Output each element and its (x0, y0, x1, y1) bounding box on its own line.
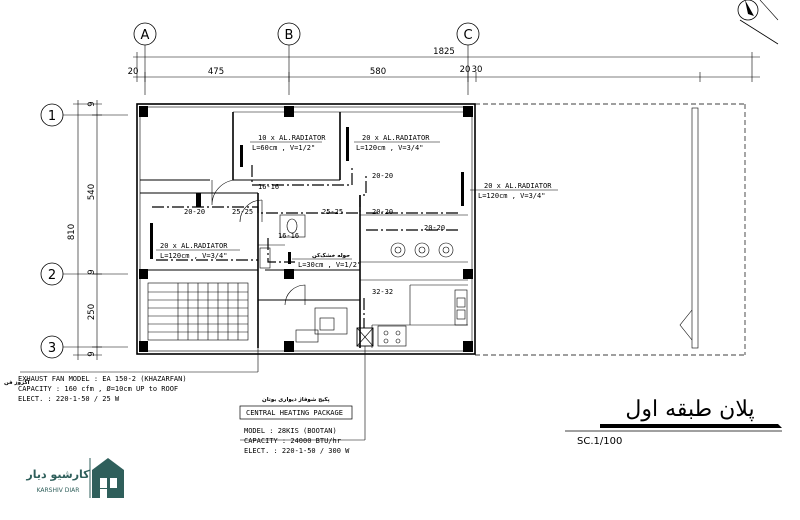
svg-text:L=120cm , V=3/4": L=120cm , V=3/4" (160, 252, 227, 260)
package-fa: پکیج شوفاژ دیواری بوتان (262, 396, 330, 403)
grid-label-2: 2 (48, 268, 56, 283)
building-walls (136, 103, 746, 356)
dim-left-top-small: 9 (87, 101, 97, 106)
house-logo-icon (89, 458, 124, 498)
grid-row-1: 1 (40, 103, 128, 127)
plan-title: پلان طبقه اول (625, 397, 754, 422)
plan-scale: SC.1/100 (577, 436, 622, 447)
exhaust-fan-note: اگزوز فن EXHAUST FAN MODEL : EA 150-2 (K… (4, 300, 259, 403)
svg-text:20 x AL.RADIATOR: 20 x AL.RADIATOR (362, 134, 430, 142)
svg-text:L=30cm , V=1/2": L=30cm , V=1/2" (298, 261, 361, 269)
svg-text:20 x AL.RADIATOR: 20 x AL.RADIATOR (160, 242, 228, 250)
svg-text:20-20: 20-20 (372, 172, 393, 180)
svg-text:25-25: 25-25 (322, 208, 343, 216)
radiator-label-4: 20 x AL.RADIATOR L=120cm , V=3/4" (156, 242, 240, 260)
dim-left-bot-small: 9 (87, 351, 97, 356)
dim-total-width: 1825 (433, 47, 455, 57)
svg-text:16-16: 16-16 (278, 232, 299, 240)
exhaust-fan-capacity: CAPACITY : 160 cfm , Ø=10cm UP to ROOF (18, 385, 178, 393)
svg-text:L=120cm , V=3/4": L=120cm , V=3/4" (478, 192, 545, 200)
package-title-box (239, 405, 353, 420)
dim-b-c: 580 (370, 67, 386, 77)
grid-label-b: B (285, 28, 294, 43)
radiator-label-3: 20 x AL.RADIATOR L=120cm , V=3/4" (470, 182, 558, 200)
dim-c-small2: 30 (472, 65, 483, 75)
dim-left-total: 810 (67, 224, 77, 240)
dim-left-mid-small: 9 (87, 269, 97, 274)
grid-label-a: A (141, 28, 150, 43)
grid-column-b: B (277, 22, 301, 95)
svg-text:L=60cm , V=1/2": L=60cm , V=1/2" (252, 144, 315, 152)
svg-text:20-20: 20-20 (424, 224, 445, 232)
doors (211, 179, 306, 306)
svg-text:25-25: 25-25 (232, 208, 253, 216)
package-capacity: CAPACITY : 24000 BTU/hr (244, 437, 341, 445)
north-arrow-icon (737, 0, 779, 45)
svg-text:حوله خشک‌کن: حوله خشک‌کن (312, 252, 350, 259)
exhaust-fan-fa: اگزوز فن (4, 379, 30, 386)
dim-left-2-3: 250 (87, 304, 97, 320)
svg-text:32-32: 32-32 (372, 288, 393, 296)
grid-label-3: 3 (48, 341, 56, 356)
heating-package-note: پکیج شوفاژ دیواری بوتان CENTRAL HEATING … (239, 346, 366, 455)
left-dimension-chain: 810 540 250 9 9 9 (67, 100, 102, 360)
svg-text:10 x AL.RADIATOR: 10 x AL.RADIATOR (258, 134, 326, 142)
structural-columns (139, 106, 473, 352)
top-dimension-chain: 1825 20 475 580 20 30 (128, 47, 760, 82)
grid-label-c: C (463, 28, 472, 43)
small-radiator-label: حوله خشک‌کن L=30cm , V=1/2" (292, 252, 361, 269)
company-logo: کارشیو دیار KARSHIV DIAR (25, 458, 124, 498)
svg-text:20-20: 20-20 (372, 208, 393, 216)
logo-en: KARSHIV DIAR (37, 487, 80, 494)
grid-column-a: A (133, 22, 157, 95)
package-elect: ELECT. : 220-1-50 / 300 W (244, 447, 350, 455)
plan-title-block: پلان طبقه اول SC.1/100 (565, 397, 782, 447)
dim-a-b: 475 (208, 67, 224, 77)
dim-c-small: 20 (460, 65, 471, 75)
dim-left-1-2: 540 (87, 184, 97, 200)
fixtures (259, 214, 468, 347)
exhaust-fan-elect: ELECT. : 220-1-50 / 25 W (18, 395, 120, 403)
grid-column-c: C (456, 22, 480, 95)
svg-text:L=120cm , V=3/4": L=120cm , V=3/4" (356, 144, 423, 152)
svg-text:20-20: 20-20 (184, 208, 205, 216)
stair (147, 282, 249, 341)
grid-row-2: 2 (40, 262, 128, 286)
package-model: MODEL : 28KIS (BOOTAN) (244, 427, 337, 435)
radiator-label-1: 10 x AL.RADIATOR L=60cm , V=1/2" (250, 134, 326, 152)
pipe-size-labels: 16-16 20-20 20-20 25-25 25-25 16-16 20-2… (184, 172, 445, 296)
logo-fa: کارشیو دیار (25, 468, 90, 481)
heating-pipes (152, 165, 460, 328)
svg-text:20 x AL.RADIATOR: 20 x AL.RADIATOR (484, 182, 552, 190)
exhaust-fan-model: EXHAUST FAN MODEL : EA 150-2 (KHAZARFAN) (18, 375, 187, 383)
grid-label-1: 1 (48, 109, 56, 124)
radiator-symbols (150, 127, 464, 264)
dim-left-small: 20 (128, 67, 139, 77)
package-title: CENTRAL HEATING PACKAGE (246, 409, 343, 417)
svg-text:16-16: 16-16 (258, 183, 279, 191)
radiator-label-2: 20 x AL.RADIATOR L=120cm , V=3/4" (354, 134, 440, 152)
